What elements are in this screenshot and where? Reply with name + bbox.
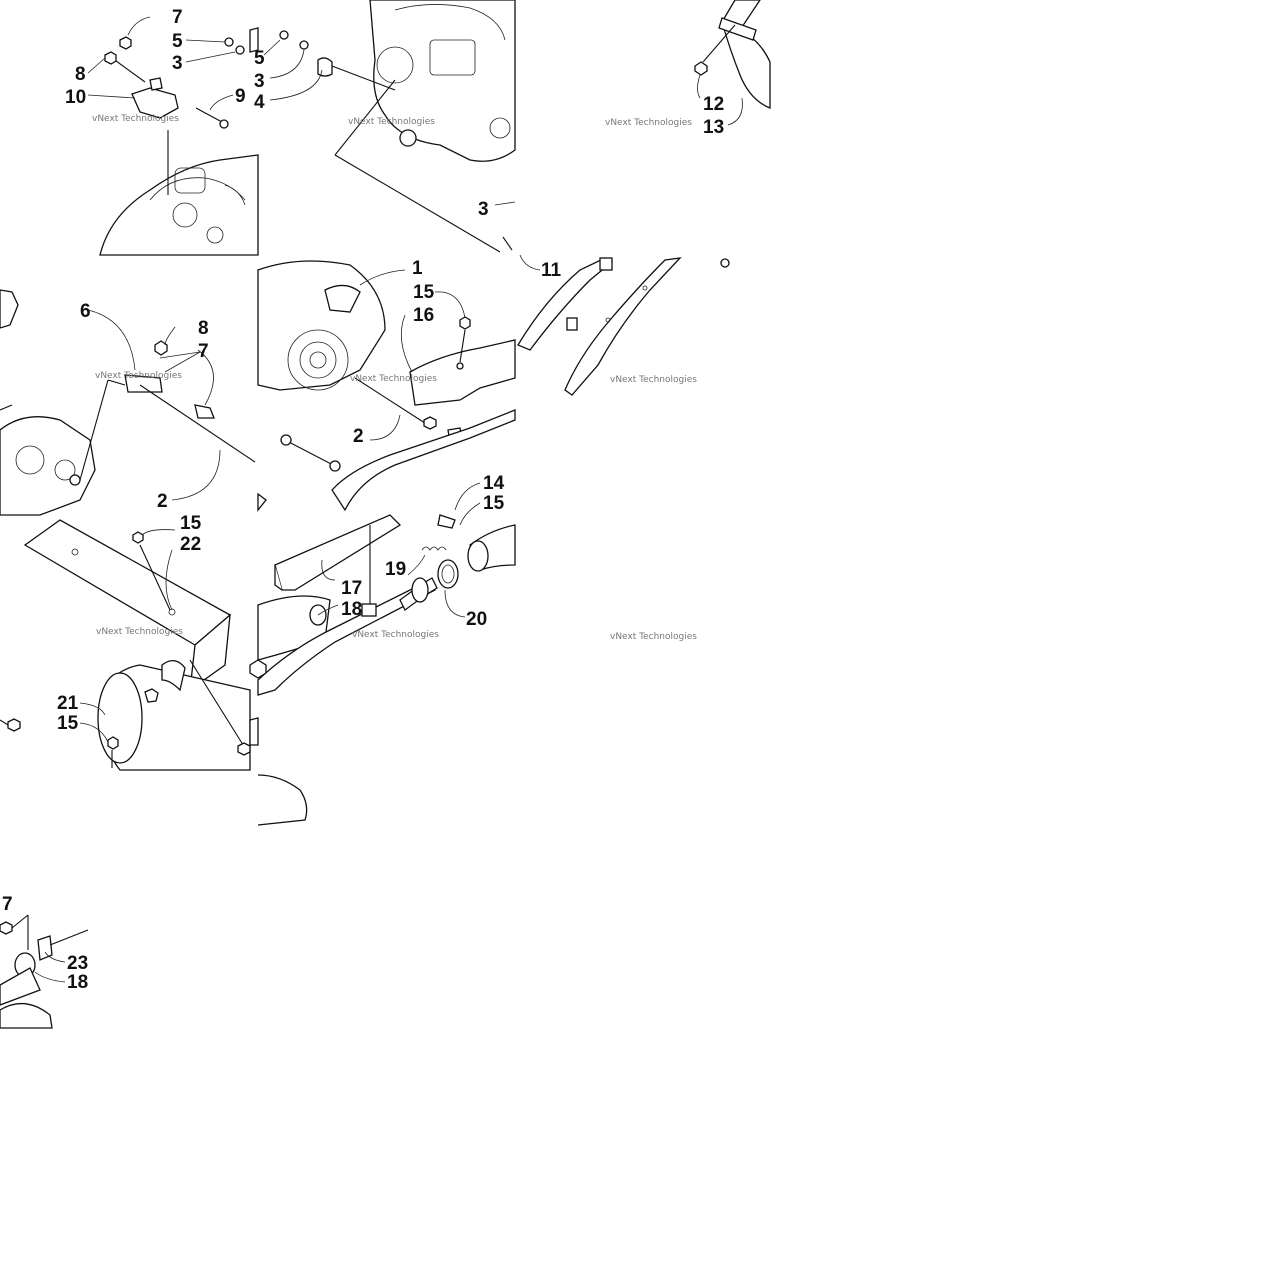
callout-label: 18 xyxy=(341,599,362,620)
callout-label: 14 xyxy=(483,473,505,494)
callout-label: 4 xyxy=(254,92,265,113)
callout-label: 15 xyxy=(180,513,202,534)
callout-labels: 7 5 3 5 3 4 8 10 9 12 13 3 11 6 8 7 1 15… xyxy=(2,7,724,993)
callout-label: 23 xyxy=(67,953,88,974)
callout-label: 17 xyxy=(341,578,362,599)
watermark-text: vNext Technologies xyxy=(348,117,435,127)
callout-label: 18 xyxy=(67,972,88,993)
callout-label: 5 xyxy=(254,48,265,69)
callout-label: 7 xyxy=(2,894,13,915)
callout-label: 15 xyxy=(57,713,79,734)
callout-label: 3 xyxy=(172,53,183,74)
tile-frame-rails xyxy=(517,254,730,396)
callout-label: 3 xyxy=(254,71,265,92)
callout-label: 15 xyxy=(483,493,505,514)
watermark-text: vNext Technologies xyxy=(95,371,182,381)
tile-muffler-heat-shield xyxy=(0,519,251,771)
watermark-text: vNext Technologies xyxy=(352,630,439,640)
tile-header-pipe xyxy=(694,0,771,126)
callout-label: 7 xyxy=(198,341,209,362)
callout-label: 13 xyxy=(703,117,724,138)
tile-engine-top xyxy=(249,0,516,253)
callout-label: 19 xyxy=(385,559,406,580)
watermark-text: vNext Technologies xyxy=(610,632,697,642)
callout-label: 1 xyxy=(412,258,423,279)
callout-label: 9 xyxy=(235,86,246,107)
callout-label: 20 xyxy=(466,609,487,630)
watermark-text: vNext Technologies xyxy=(350,374,437,384)
tile-engine-side-shield xyxy=(257,260,516,512)
watermarks: vNext Technologies vNext Technologies vN… xyxy=(92,114,697,642)
callout-label: 15 xyxy=(413,282,435,303)
watermark-text: vNext Technologies xyxy=(96,627,183,637)
callout-label: 3 xyxy=(478,199,489,220)
tile-exhaust-pipe-springs xyxy=(249,482,516,826)
tile-muffler-mount xyxy=(0,289,256,516)
callout-label: 8 xyxy=(75,64,86,85)
watermark-text: vNext Technologies xyxy=(610,375,697,385)
callout-label: 7 xyxy=(172,7,183,28)
callout-label: 12 xyxy=(703,94,724,115)
callout-label: 8 xyxy=(198,318,209,339)
callout-label: 6 xyxy=(80,301,91,322)
callout-label: 21 xyxy=(57,693,79,714)
callout-label: 5 xyxy=(172,31,183,52)
callout-label: 2 xyxy=(157,491,168,512)
callout-label: 2 xyxy=(353,426,364,447)
callout-label: 10 xyxy=(65,87,86,108)
watermark-text: vNext Technologies xyxy=(92,114,179,124)
watermark-text: vNext Technologies xyxy=(605,118,692,128)
callout-label: 16 xyxy=(413,305,434,326)
callout-label: 11 xyxy=(541,260,562,281)
tile-engine-mount-bracket xyxy=(87,16,259,256)
callout-label: 22 xyxy=(180,534,201,555)
tile-muffler-bracket xyxy=(0,914,89,1029)
